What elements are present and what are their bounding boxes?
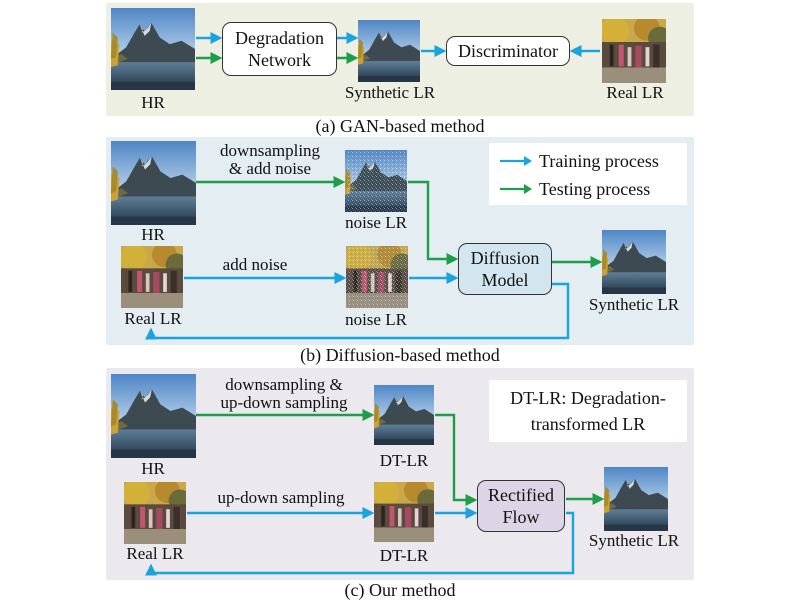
degradation-line1: Degradation — [235, 28, 324, 48]
synthetic-lr-label-b: Synthetic LR — [588, 295, 680, 314]
diffusion-line2: Model — [481, 270, 529, 290]
dt-lr-label-top: DT-LR — [379, 451, 429, 470]
discriminator-label: Discriminator — [458, 41, 558, 61]
legend-box: Training process Testing process — [489, 143, 687, 205]
hr-image-a — [111, 8, 195, 90]
legend-training: Training process — [499, 147, 677, 175]
hr-image-b — [111, 141, 196, 225]
synthetic-lr-image-b — [602, 230, 666, 294]
noise-lr-label-top: noise LR — [345, 213, 407, 232]
caption-b: (b) Diffusion-based method — [300, 345, 500, 365]
legend-training-label: Training process — [539, 151, 659, 171]
real-lr-image-b — [121, 246, 183, 308]
real-lr-image-c — [124, 482, 186, 544]
discriminator-box: Discriminator — [446, 36, 570, 66]
degradation-line2: Network — [248, 50, 311, 70]
synthetic-lr-image-a — [358, 20, 420, 82]
noise-lr-image-top — [345, 150, 407, 212]
caption-a: (a) GAN-based method — [315, 116, 485, 136]
legend-testing: Testing process — [499, 175, 677, 203]
updown-label: up-down sampling — [217, 488, 345, 507]
dt-lr-label-bottom: DT-LR — [379, 546, 429, 565]
note-line2: transformed LR — [530, 414, 646, 434]
noise-lr-image-bottom — [346, 246, 408, 308]
dt-lr-image-top — [374, 385, 434, 445]
downsample-note-b: downsampling & add noise — [200, 142, 340, 178]
dt-lr-note-box: DT-LR: Degradation- transformed LR — [489, 380, 687, 442]
hr-label-c: HR — [141, 459, 165, 478]
testing-arrow-icon — [500, 184, 532, 194]
hr-label-a: HR — [141, 93, 165, 112]
real-lr-image-a — [602, 19, 666, 83]
noise-lr-label-bottom: noise LR — [345, 310, 407, 329]
hr-image-c — [111, 374, 196, 458]
synthetic-lr-label-c: Synthetic LR — [588, 531, 680, 550]
diffusion-model-box: Diffusion Model — [458, 243, 552, 295]
add-noise-label: add noise — [222, 255, 288, 274]
note-line1: DT-LR: Degradation- — [510, 388, 666, 408]
synthetic-lr-label-a: Synthetic LR — [344, 83, 436, 102]
training-arrow-icon — [500, 156, 532, 166]
downsample-note-c: downsampling & up-down sampling — [198, 376, 370, 412]
real-lr-label-c: Real LR — [126, 544, 184, 563]
legend-testing-label: Testing process — [539, 179, 651, 199]
synthetic-lr-image-c — [604, 467, 668, 531]
rectified-line2: Flow — [502, 507, 540, 527]
rectified-line1: Rectified — [488, 485, 554, 505]
rectified-flow-box: Rectified Flow — [477, 480, 565, 532]
downsample-line2: & add noise — [228, 159, 312, 178]
diffusion-line1: Diffusion — [470, 248, 540, 268]
downsample-c-line2: up-down sampling — [220, 393, 348, 412]
hr-label-b: HR — [141, 225, 165, 244]
downsample-c-line1: downsampling & — [225, 375, 343, 394]
downsample-line1: downsampling — [219, 141, 321, 160]
caption-c: (c) Our method — [344, 580, 456, 600]
real-lr-label-b: Real LR — [124, 309, 182, 328]
dt-lr-image-bottom — [374, 482, 434, 542]
real-lr-label-a: Real LR — [606, 83, 664, 102]
degradation-network-box: Degradation Network — [222, 22, 337, 76]
